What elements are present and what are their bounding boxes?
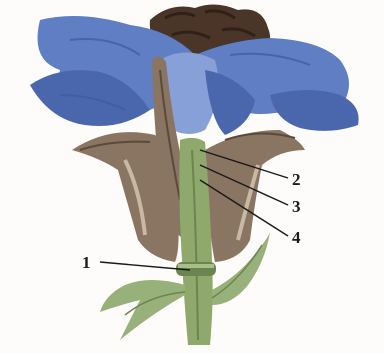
label-2: 2 <box>292 170 301 189</box>
label-3: 3 <box>292 197 301 216</box>
bract-right <box>205 130 305 262</box>
label-1: 1 <box>82 253 91 272</box>
label-4: 4 <box>292 228 301 247</box>
